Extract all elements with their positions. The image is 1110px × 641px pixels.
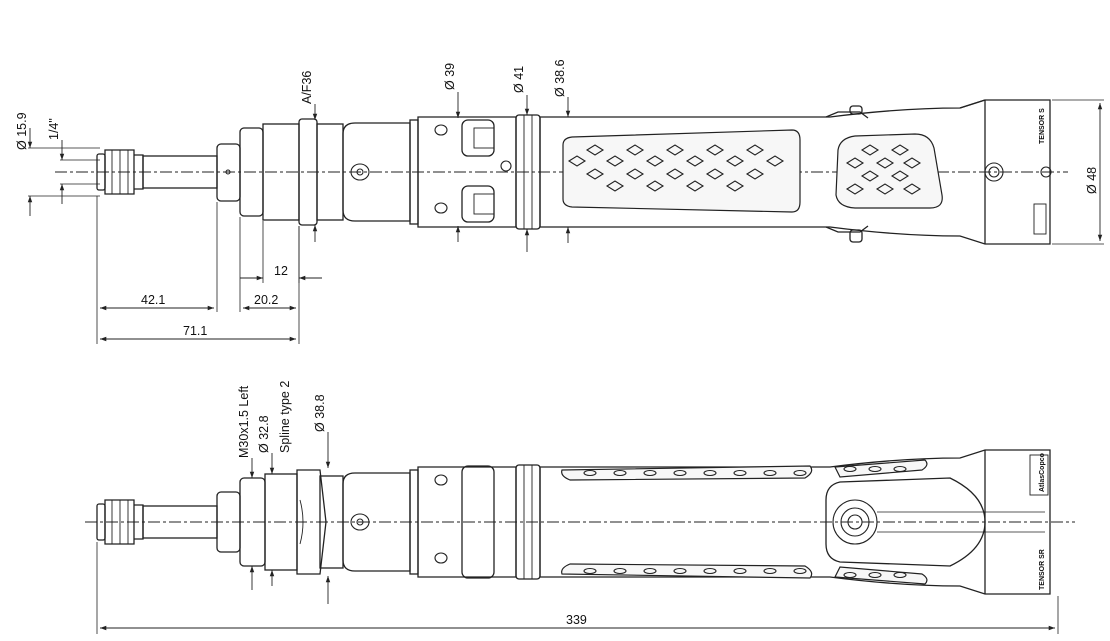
dim-d39: Ø 39: [443, 63, 457, 90]
dim-20-2: 20.2: [254, 293, 278, 307]
top-front-housing: [216, 118, 344, 226]
dim-d48: Ø 48: [1085, 167, 1099, 194]
dim-71-1: 71.1: [183, 324, 207, 338]
dim-m30: M30x1.5 Left: [237, 385, 251, 458]
side-tensor-label: TENSOR SR: [1039, 549, 1046, 590]
side-front-housing: [216, 469, 344, 575]
grip-oval: [703, 469, 717, 477]
grip-diamond: [585, 144, 605, 156]
grip-diamond: [860, 170, 880, 182]
grip-diamond: [685, 180, 705, 192]
top-chuck: [96, 149, 218, 195]
side-handle: TENSOR SR AtlasCopco: [539, 449, 1051, 595]
grip-oval: [793, 469, 807, 477]
grip-diamond: [605, 180, 625, 192]
dim-12: 12: [274, 264, 288, 278]
grip-oval: [763, 469, 777, 477]
grip-diamond: [605, 155, 625, 167]
grip-oval: [893, 571, 907, 579]
grip-oval: [583, 567, 597, 575]
grip-oval: [733, 567, 747, 575]
grip-diamond: [625, 144, 645, 156]
side-dimensions: M30x1.5 Left Ø 32.8 Spline type 2 Ø 38.8…: [96, 381, 1059, 634]
grip-diamond: [875, 157, 895, 169]
grip-oval: [893, 465, 907, 473]
dim-d38-6: Ø 38.6: [553, 59, 567, 97]
grip-diamond: [645, 155, 665, 167]
dim-d41: Ø 41: [512, 66, 526, 93]
grip-diamond: [665, 144, 685, 156]
grip-oval: [613, 567, 627, 575]
dim-339: 339: [566, 613, 587, 627]
side-brand-label: AtlasCopco: [1039, 453, 1046, 492]
dim-af36: A/F36: [300, 71, 314, 104]
top-tensor-label: TENSOR S: [1039, 108, 1046, 144]
grip-diamond: [745, 144, 765, 156]
grip-oval: [793, 567, 807, 575]
grip-oval: [868, 571, 882, 579]
grip-diamond: [890, 144, 910, 156]
dim-42-1: 42.1: [141, 293, 165, 307]
grip-oval: [643, 567, 657, 575]
grip-diamond: [685, 155, 705, 167]
side-view: TENSOR SR AtlasCopco M30x1.5 Left Ø 32.8…: [85, 381, 1075, 634]
top-dimensions: Ø 15.9 1/4" A/F36 Ø 39 Ø 41 Ø 38.6: [15, 59, 1104, 344]
grip-diamond: [705, 144, 725, 156]
grip-diamond: [625, 168, 645, 180]
grip-oval: [583, 469, 597, 477]
grip-diamond: [845, 157, 865, 169]
grip-diamond: [902, 157, 922, 169]
grip-oval: [643, 469, 657, 477]
top-grip-diamonds: [567, 144, 922, 195]
dim-d38-8: Ø 38.8: [313, 394, 327, 432]
grip-oval: [703, 567, 717, 575]
dim-quarter-inch: 1/4": [47, 118, 61, 140]
grip-oval: [763, 567, 777, 575]
grip-oval: [673, 567, 687, 575]
grip-diamond: [585, 168, 605, 180]
grip-diamond: [875, 183, 895, 195]
grip-diamond: [860, 144, 880, 156]
top-view: TENSOR S Ø 15.9 1/4" A/F36 Ø 39: [15, 59, 1104, 344]
grip-diamond: [567, 155, 587, 167]
dim-d32-8: Ø 32.8: [257, 415, 271, 453]
grip-diamond: [725, 180, 745, 192]
side-chuck: [96, 499, 218, 545]
grip-diamond: [725, 155, 745, 167]
dim-spline: Spline type 2: [278, 381, 292, 453]
grip-diamond: [902, 183, 922, 195]
grip-diamond: [645, 180, 665, 192]
grip-oval: [613, 469, 627, 477]
grip-diamond: [765, 155, 785, 167]
dim-d15-9: Ø 15.9: [15, 112, 29, 150]
grip-diamond: [745, 168, 765, 180]
grip-diamond: [845, 183, 865, 195]
grip-oval: [673, 469, 687, 477]
grip-diamond: [890, 170, 910, 182]
grip-oval: [843, 571, 857, 579]
grip-oval: [733, 469, 747, 477]
grip-diamond: [705, 168, 725, 180]
grip-oval: [868, 465, 882, 473]
side-grip-ovals: [583, 465, 907, 579]
grip-diamond: [665, 168, 685, 180]
grip-oval: [843, 465, 857, 473]
